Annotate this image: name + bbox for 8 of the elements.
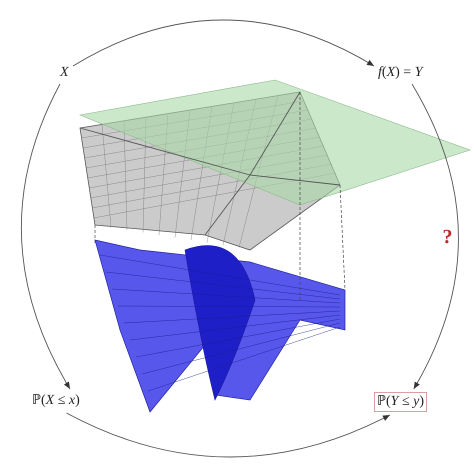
arrow [66,412,390,458]
arrow [72,20,374,66]
formula-box: ℙ(Y ≤ y) [374,392,428,412]
arrow [412,84,459,390]
arrow [21,84,70,390]
formula-label: ℙ(X ≤ x) [30,392,82,410]
formula-label: X [58,64,71,82]
formula-label: f(X) = Y [376,64,424,82]
